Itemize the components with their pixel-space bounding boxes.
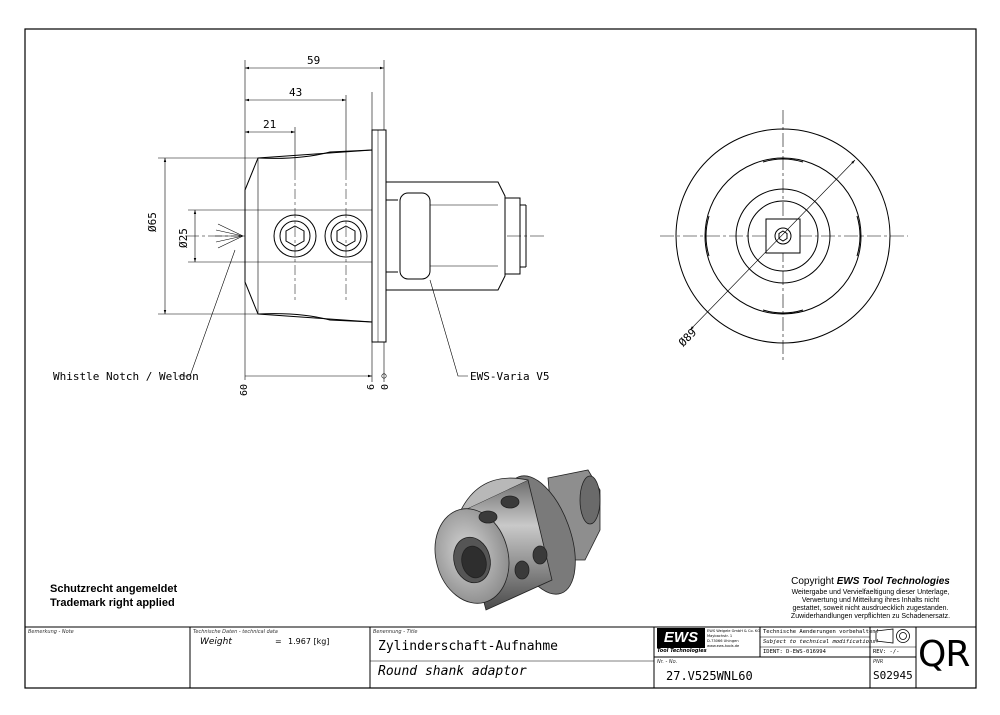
dim-dia25: Ø25 bbox=[177, 228, 190, 248]
copyright-brand: EWS Tool Technologies bbox=[836, 576, 950, 587]
company-line-2: Maybachstr. 1 bbox=[707, 634, 733, 638]
iso-view bbox=[434, 469, 601, 611]
dim-dia65: Ø65 bbox=[146, 212, 159, 232]
dim-6: 6 bbox=[366, 383, 377, 390]
copyright-line-2: Verwertung und Mitteilung ihres Inhalts … bbox=[801, 597, 940, 604]
patent-note-de: Schutzrecht angemeldet bbox=[50, 583, 178, 595]
front-view bbox=[660, 110, 908, 362]
ews-logo: EWS bbox=[657, 628, 705, 648]
changes-de: Technische Aenderungen vorbehalten! bbox=[763, 629, 879, 635]
copyright-text: Weitergabe und Vervielfaeltigung dieser … bbox=[768, 589, 973, 621]
title-block-frame bbox=[25, 626, 976, 688]
ident: IDENT: D-EWS-016994 bbox=[763, 649, 826, 655]
part-no-label: Nr. - No. bbox=[657, 659, 678, 665]
side-view bbox=[185, 129, 545, 343]
dim-60: 60 bbox=[239, 383, 250, 396]
dim-43: 43 bbox=[289, 86, 303, 99]
dim-59: 59 bbox=[307, 54, 321, 67]
pnr-label: PNR bbox=[873, 659, 884, 665]
pnr-number: S02945 bbox=[873, 669, 913, 682]
revision: REV: -/- bbox=[873, 649, 900, 655]
title-de: Zylinderschaft-Aufnahme bbox=[378, 639, 559, 654]
dim-21: 21 bbox=[263, 118, 277, 131]
copyright-line-4: Zuwiderhandlungen verpflichten zu Schade… bbox=[790, 613, 951, 620]
patent-note-en: Trademark right applied bbox=[50, 597, 175, 609]
part-number: 27.V525WNL60 bbox=[666, 669, 753, 683]
dim-0: 0 bbox=[380, 383, 391, 390]
side-dimensions bbox=[158, 60, 468, 382]
copyright-line-1: Weitergabe und Vervielfaeltigung dieser … bbox=[791, 589, 950, 596]
title-label: Benennung - Title bbox=[373, 629, 418, 635]
copyright-line-3: gestattet, soweit nicht ausdruecklich zu… bbox=[792, 605, 949, 612]
sheet-border bbox=[24, 28, 977, 689]
note-label: Bemerkung - Note bbox=[28, 629, 74, 635]
company-line-4: www.ews-tools.de bbox=[707, 644, 740, 648]
title-en: Round shank adaptor bbox=[378, 664, 527, 679]
title-symbol bbox=[875, 628, 910, 644]
whistle-callout: Whistle Notch / Weldon bbox=[53, 370, 199, 383]
varia-callout: EWS-Varia V5 bbox=[470, 370, 550, 383]
company-address: EWS Weigele GmbH & Co. KG Maybachstr. 1 … bbox=[707, 629, 760, 649]
copyright-heading: Copyright EWS Tool Technologies bbox=[768, 576, 973, 587]
company-line-1: EWS Weigele GmbH & Co. KG bbox=[707, 629, 761, 633]
changes-en: Subject to technical modifications! bbox=[763, 639, 879, 645]
copyright-prefix: Copyright bbox=[791, 576, 837, 587]
weight-label: Weight bbox=[200, 637, 232, 647]
company-line-3: D-73066 Uhingen bbox=[707, 639, 739, 643]
tech-data-label: Technische Daten - technical data bbox=[193, 629, 278, 635]
weight-value: 1.967 [kg] bbox=[288, 637, 330, 646]
weight-eq: = bbox=[275, 637, 282, 646]
ews-logo-sub: Tool Technologies bbox=[657, 648, 707, 654]
qr-mark: QR bbox=[918, 634, 970, 675]
